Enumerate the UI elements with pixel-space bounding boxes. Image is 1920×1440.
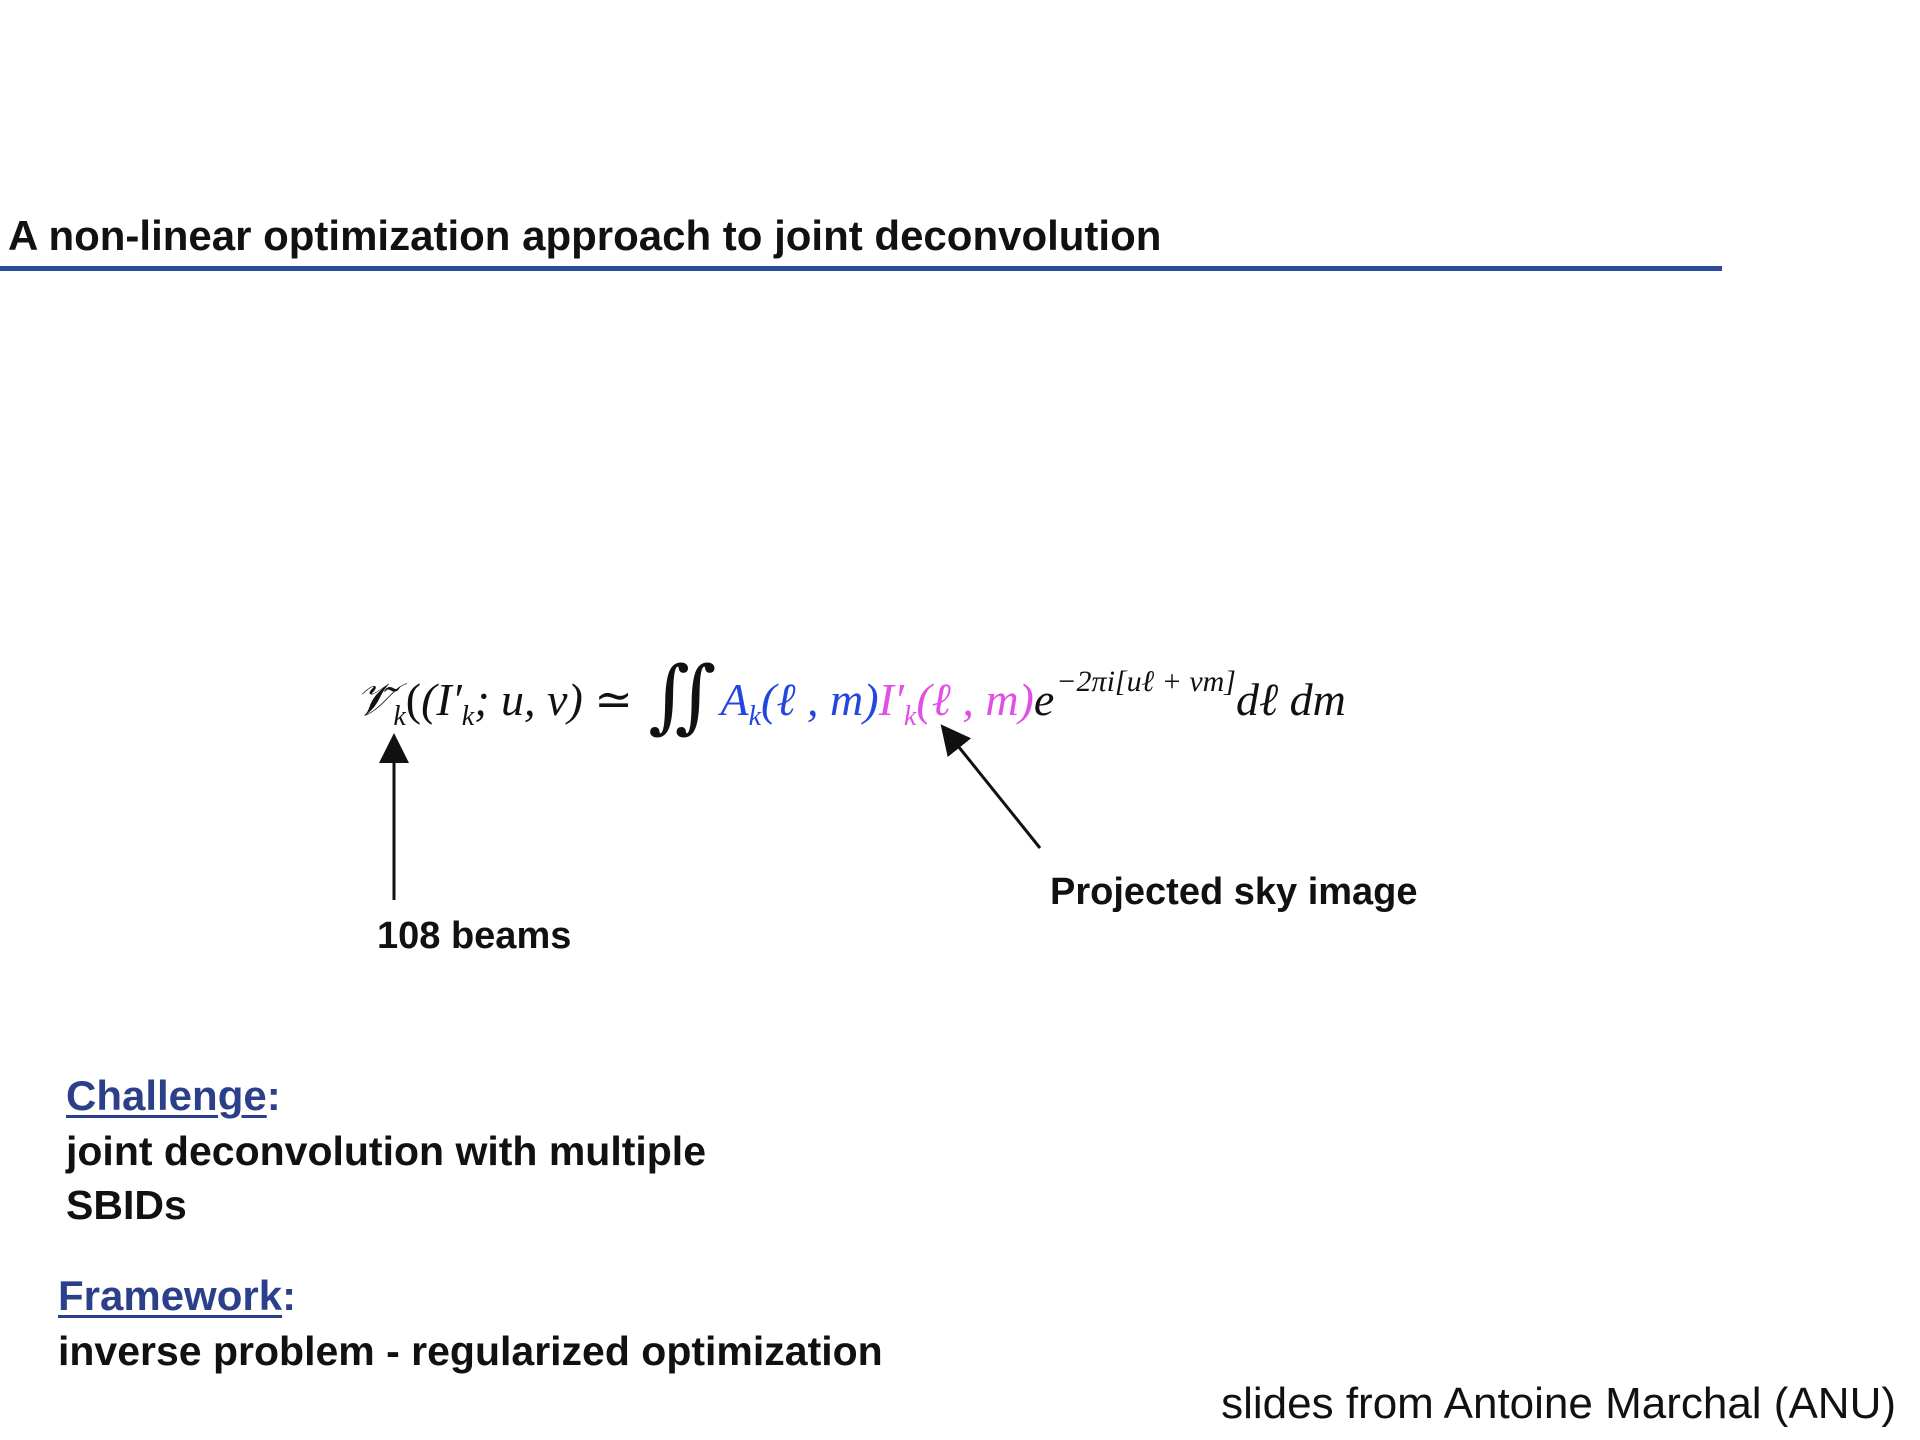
title-underline-rule <box>0 266 1722 271</box>
eq-exp-base: e <box>1033 674 1055 725</box>
sky-image-arrow <box>940 724 1042 849</box>
eq-lhs-args-open: (I′ <box>421 674 462 725</box>
eq-exp-power: −2πi[uℓ + vm] <box>1056 665 1236 698</box>
framework-heading[interactable]: Framework: <box>58 1272 296 1320</box>
challenge-text: joint deconvolution with multiple SBIDs <box>66 1124 706 1232</box>
visibility-equation: 𝒱̃k((I′k; u, v) ≃ ∬Ak(ℓ , m)I′k(ℓ , m)e−… <box>355 612 1346 752</box>
challenge-line: SBIDs <box>66 1182 187 1228</box>
slide-title: A non-linear optimization approach to jo… <box>8 212 1162 259</box>
sky-image-label: Projected sky image <box>1050 871 1418 913</box>
slide-credit: slides from Antoine Marchal (ANU) <box>1221 1379 1896 1428</box>
beams-label: 108 beams <box>377 915 572 957</box>
eq-double-integral: ∬ <box>648 653 717 741</box>
eq-lhs-args-subscript: k <box>461 701 475 732</box>
framework-heading-word[interactable]: Framework <box>58 1272 283 1319</box>
challenge-line: joint deconvolution with multiple <box>66 1128 707 1174</box>
eq-relation: ≃ <box>594 674 633 725</box>
framework-text: inverse problem - regularized optimizati… <box>58 1328 883 1374</box>
challenge-heading-word[interactable]: Challenge <box>66 1072 267 1119</box>
challenge-heading[interactable]: Challenge: <box>66 1072 281 1120</box>
eq-visibility-subscript: k <box>393 701 406 732</box>
eq-sky-term: I′k(ℓ , m) <box>878 674 1034 732</box>
framework-heading-colon: : <box>282 1272 297 1319</box>
eq-visibility-symbol: 𝒱̃ <box>355 674 394 725</box>
eq-beam-term: Ak(ℓ , m) <box>720 674 879 732</box>
eq-lhs-args-rest: ; u, v) <box>474 674 583 725</box>
challenge-heading-colon: : <box>266 1072 281 1119</box>
eq-differentials: dℓ dm <box>1235 674 1346 725</box>
